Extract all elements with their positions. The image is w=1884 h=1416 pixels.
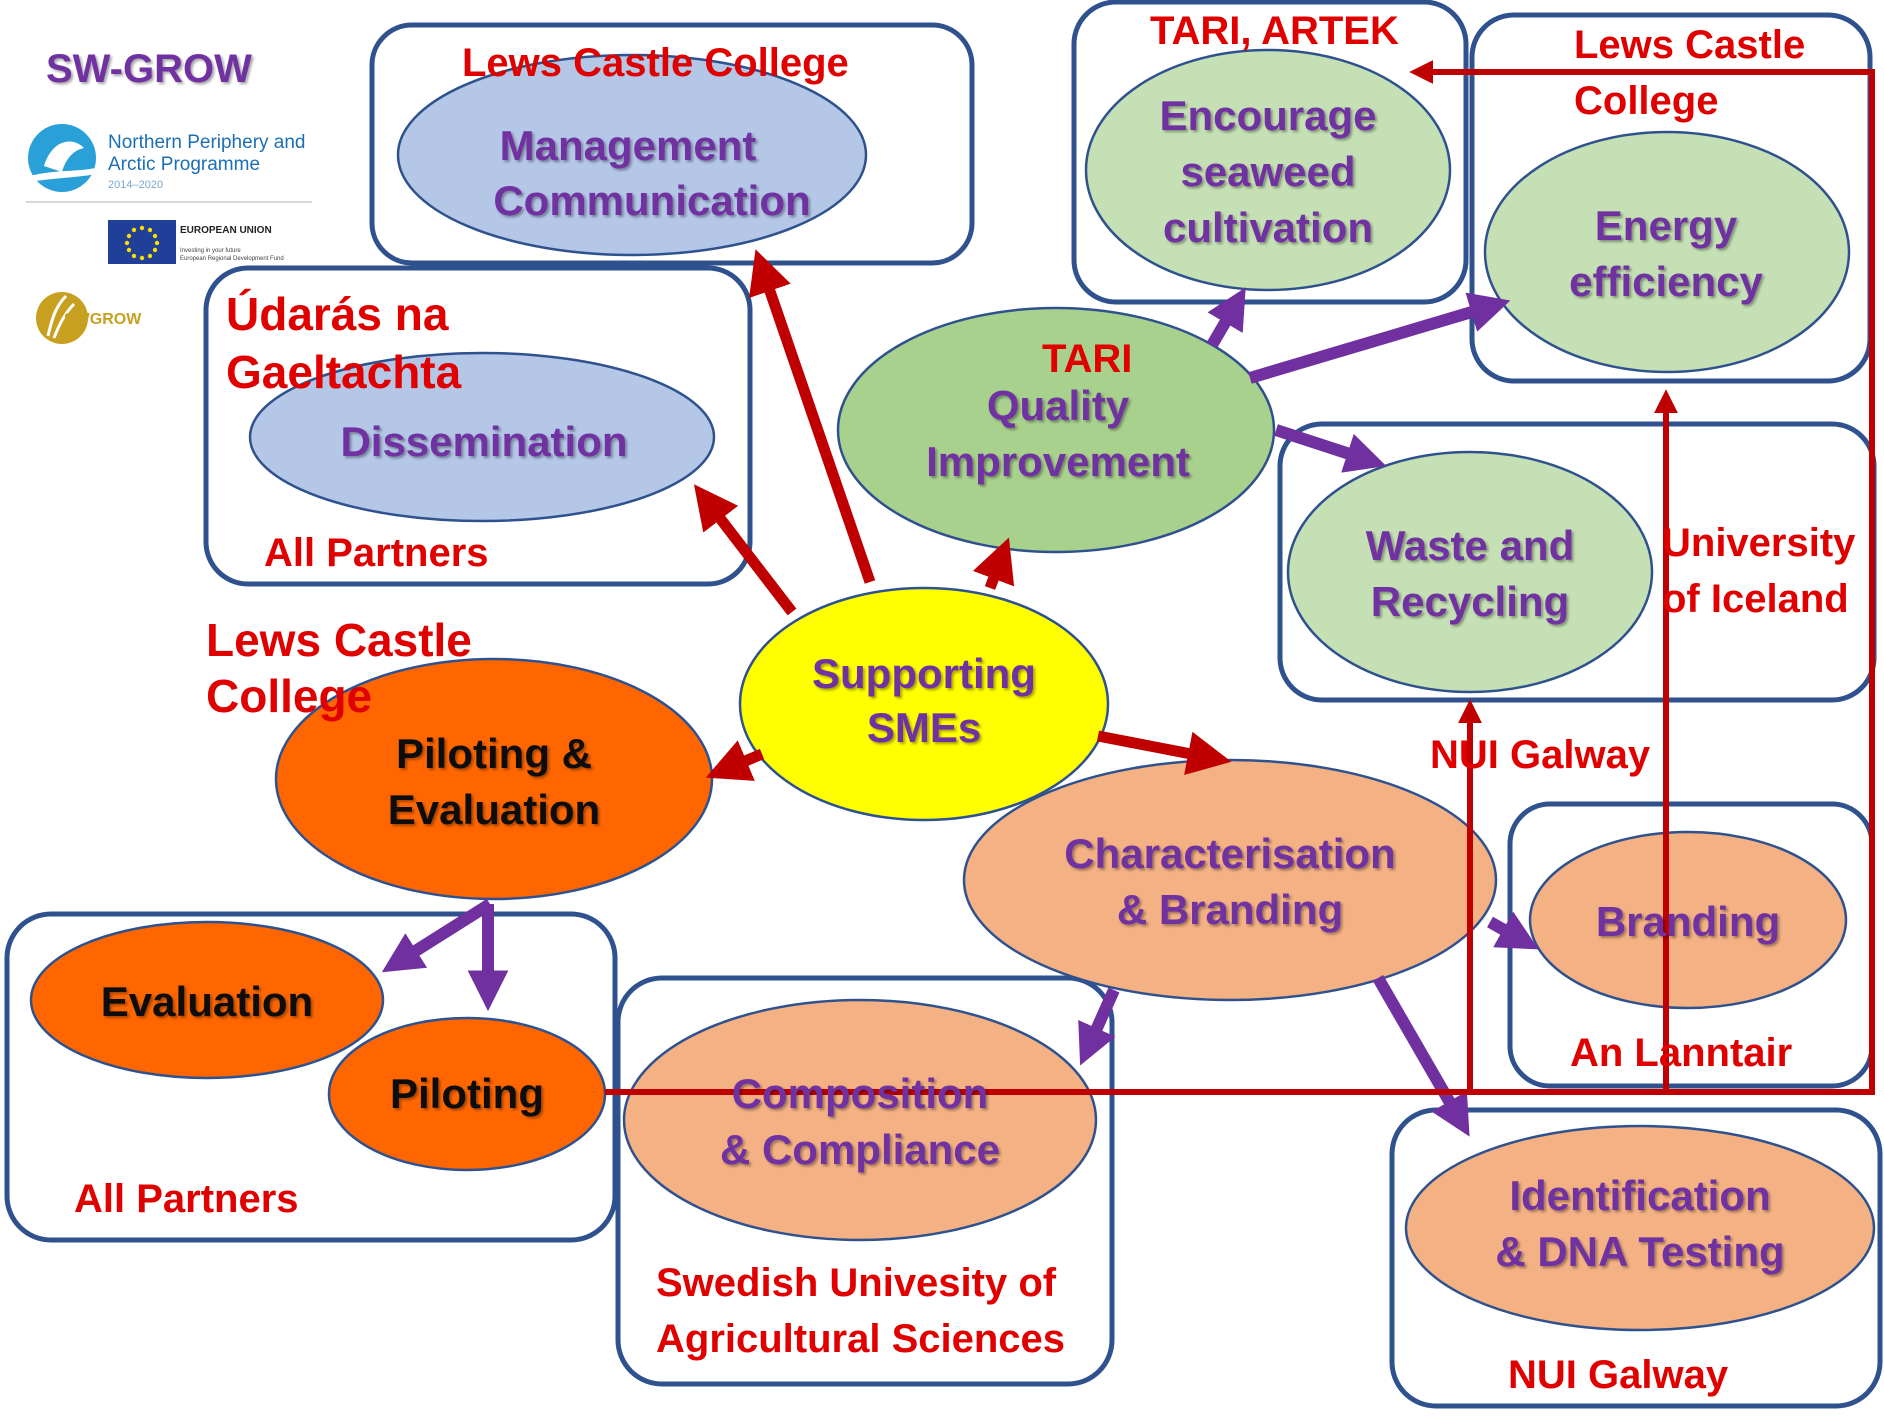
swgrow-logo-text: SWGROW	[64, 311, 142, 328]
identification-label-1: Identification	[1509, 1172, 1770, 1219]
npa-logo-line1: Northern Periphery and	[108, 132, 306, 153]
composition-label-1: Composition	[732, 1070, 989, 1117]
feedback-line-main	[605, 60, 1875, 1095]
eu-logo-sub2: European Regional Development Fund	[180, 256, 284, 262]
seaweed-label-1: Encourage	[1159, 92, 1376, 139]
swgrow-logo: SWGROW	[36, 292, 142, 344]
eu-logo-sub1: Investing in your future	[180, 248, 241, 254]
energy-label-1: Energy	[1595, 202, 1738, 249]
partner-dissemination-bottom: All Partners	[264, 531, 489, 575]
arrow-center-to-management	[749, 249, 876, 584]
npa-logo-line2: Arctic Programme	[108, 154, 260, 175]
partner-dissemination-1: Údarás na	[226, 288, 449, 340]
partner-piloting-2: College	[206, 670, 372, 722]
dissemination-label: Dissemination	[340, 418, 627, 465]
quality-node[interactable]	[836, 306, 1276, 554]
eu-logo: EUROPEAN UNION Investing in your future …	[108, 220, 284, 264]
partner-piloting-bottom: All Partners	[74, 1177, 299, 1221]
arrow-char-to-composition	[1078, 987, 1120, 1066]
characterisation-label-2: & Branding	[1117, 886, 1343, 933]
partner-quality: TARI	[1042, 337, 1132, 381]
npa-logo-years: 2014–2020	[108, 179, 163, 191]
characterisation-node[interactable]	[962, 758, 1498, 1002]
page-title: SW-GROW	[46, 47, 252, 91]
arrow-pe-to-evaluation	[381, 898, 494, 973]
arrow-char-to-branding	[1487, 911, 1539, 950]
identification-label-2: & DNA Testing	[1495, 1228, 1784, 1275]
center-node[interactable]	[738, 586, 1110, 822]
partner-composition-2: Agricultural Sciences	[656, 1317, 1065, 1361]
npa-logo: Northern Periphery and Arctic Programme …	[26, 124, 312, 203]
partner-seaweed: TARI, ARTEK	[1150, 9, 1399, 53]
evaluation-label: Evaluation	[101, 978, 313, 1025]
partner-energy-2: College	[1574, 79, 1718, 123]
composition-node[interactable]	[622, 998, 1098, 1242]
quality-label-1: Quality	[987, 382, 1130, 429]
center-label-2: SMEs	[867, 704, 981, 751]
waste-node[interactable]	[1286, 450, 1654, 694]
arrow-center-to-quality	[972, 537, 1015, 590]
partner-piloting-1: Lews Castle	[206, 614, 472, 666]
management-label-2: Communication	[493, 177, 810, 224]
branding-label: Branding	[1596, 898, 1780, 945]
seaweed-label-2: seaweed	[1180, 148, 1355, 195]
arrow-center-to-piloting-evaluation	[705, 740, 765, 781]
partner-waste-1: University	[1662, 521, 1856, 565]
seaweed-node[interactable]	[1084, 48, 1452, 292]
partner-waste-2: of Iceland	[1662, 577, 1849, 621]
quality-label-2: Improvement	[926, 438, 1190, 485]
seaweed-label-3: cultivation	[1163, 204, 1373, 251]
partner-identification: NUI Galway	[1508, 1353, 1729, 1397]
energy-node[interactable]	[1483, 130, 1851, 374]
management-node[interactable]	[396, 53, 868, 257]
partner-dissemination-2: Gaeltachta	[226, 346, 462, 398]
piloting-label: Piloting	[390, 1070, 544, 1117]
partner-management: Lews Castle College	[462, 41, 849, 85]
management-label-1: Management	[500, 122, 757, 169]
center-label-1: Supporting	[812, 650, 1036, 697]
composition-label-2: & Compliance	[720, 1126, 1000, 1173]
piloting-evaluation-label-2: Evaluation	[388, 786, 600, 833]
partner-branding: An Lanntair	[1570, 1031, 1792, 1075]
partner-energy-1: Lews Castle	[1574, 23, 1805, 67]
characterisation-label-1: Characterisation	[1064, 830, 1395, 877]
arrow-quality-to-energy	[1248, 292, 1511, 384]
energy-label-2: efficiency	[1569, 258, 1763, 305]
piloting-evaluation-label-1: Piloting &	[396, 730, 592, 777]
arrow-quality-to-seaweed	[1206, 287, 1246, 349]
arrow-quality-to-waste	[1274, 424, 1387, 473]
waste-label-2: Recycling	[1371, 578, 1569, 625]
partner-waste-bottom: NUI Galway	[1430, 733, 1651, 777]
arrow-char-to-identification	[1372, 974, 1470, 1137]
partner-composition-1: Swedish Univesity of	[656, 1261, 1057, 1305]
evaluation-node[interactable]	[29, 920, 385, 1080]
eu-logo-title: EUROPEAN UNION	[180, 225, 272, 236]
arrow-center-to-dissemination	[693, 484, 797, 616]
dissemination-node[interactable]	[248, 351, 716, 523]
arrow-center-to-characterisation	[1096, 730, 1232, 776]
identification-node[interactable]	[1404, 1124, 1876, 1332]
waste-label-1: Waste and	[1366, 522, 1574, 569]
